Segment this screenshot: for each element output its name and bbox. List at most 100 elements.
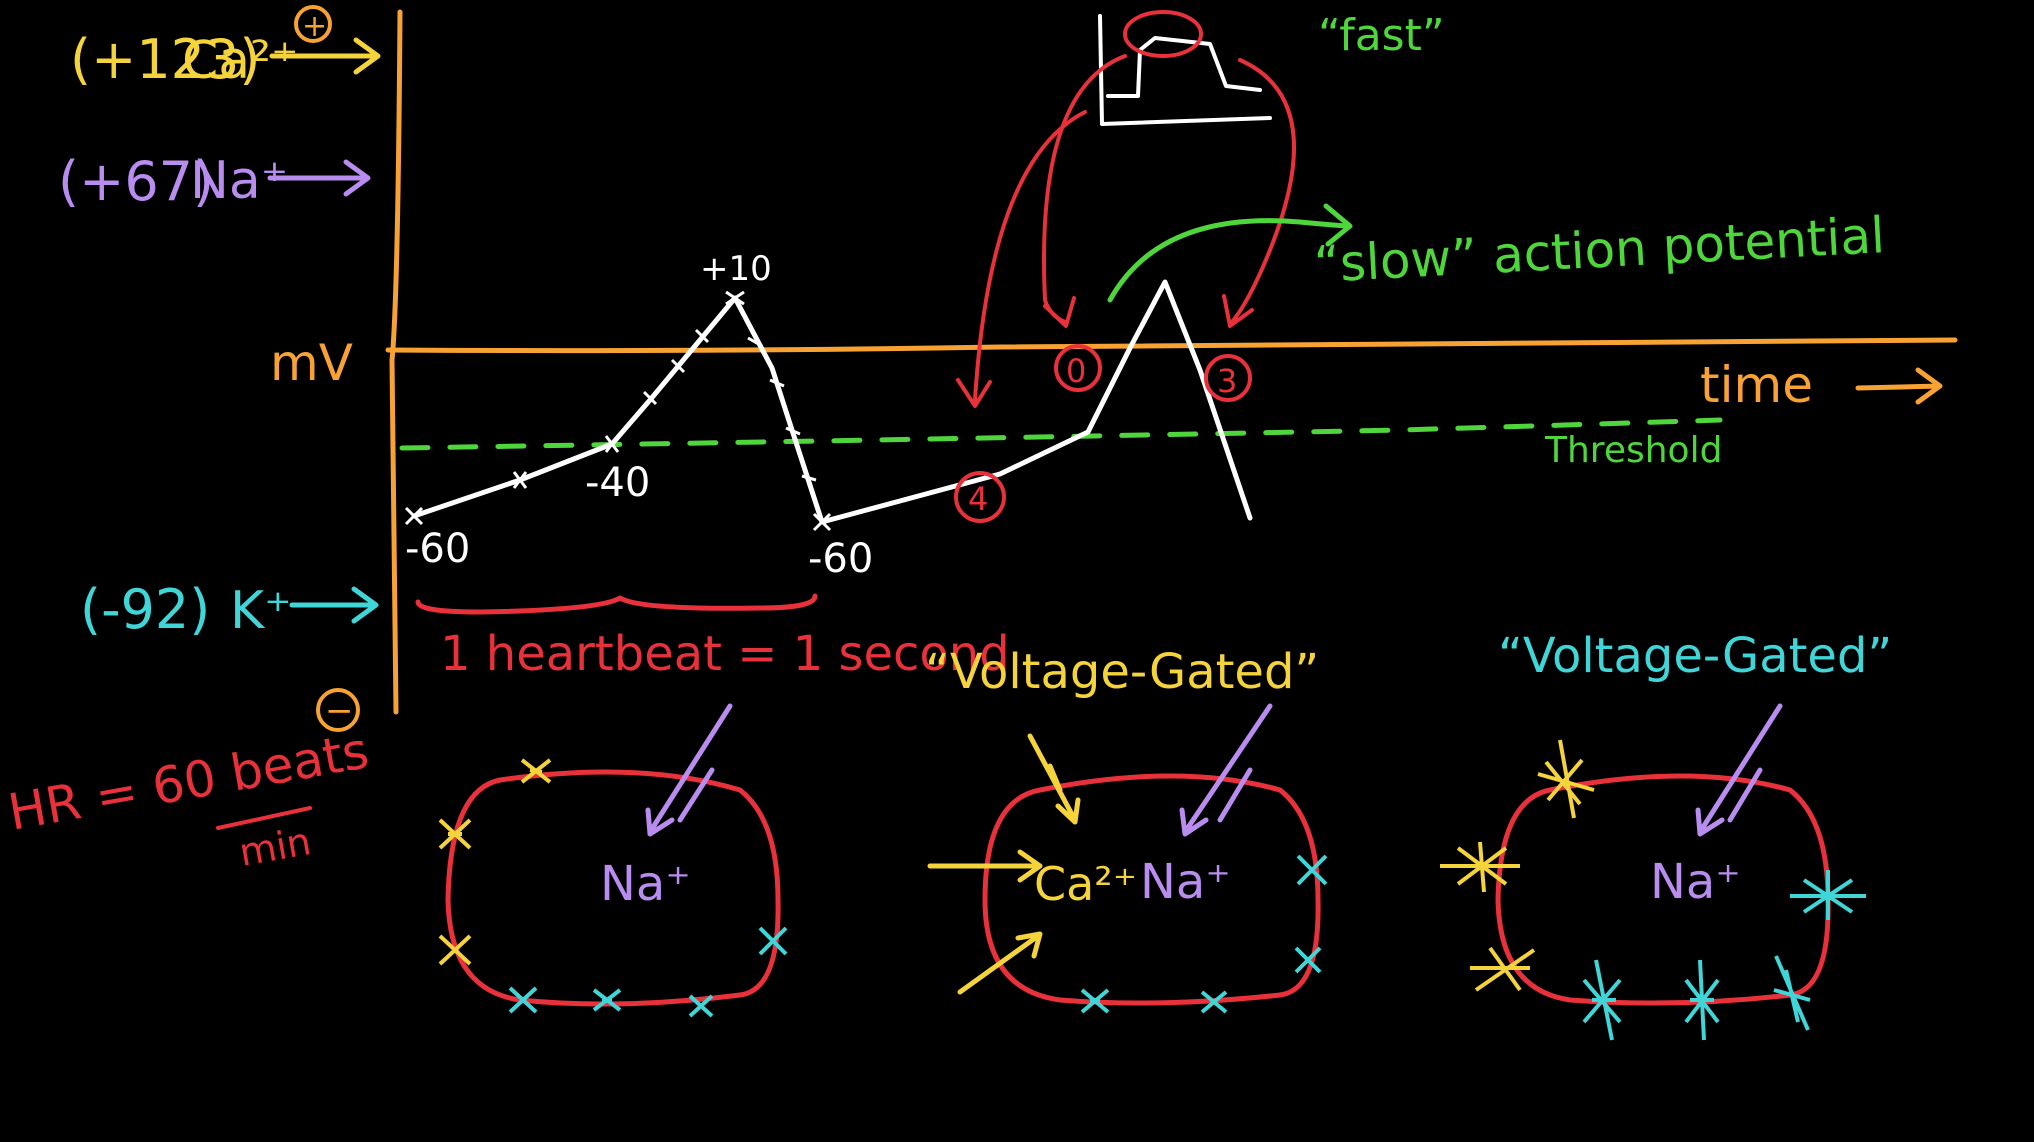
channel-icon: [1080, 988, 1110, 1014]
fast-label: “fast”: [1318, 10, 1445, 61]
calcium-channels: [438, 758, 552, 966]
cell-middle: Na⁺ Ca²⁺: [927, 703, 1328, 1014]
channel-icon: [438, 934, 472, 966]
slow-action-potential-label: “slow” action potential: [1313, 206, 1887, 294]
tick-mark: [512, 471, 528, 489]
heartbeat-brace: 1 heartbeat = 1 second: [415, 593, 1010, 682]
inset-fast-trace: [1106, 36, 1262, 98]
potassium-ion-label: K⁺: [230, 581, 292, 641]
action-potential-trace: +10 -40 -60 -60: [404, 249, 1253, 582]
heart-rate-fraction-line: [216, 806, 312, 830]
cell-sodium-label: Na⁺: [1140, 854, 1231, 910]
tick-mark: [812, 512, 832, 532]
tick-mark: [642, 390, 658, 406]
heartbeat-curly-brace: [415, 593, 818, 615]
tick-mark: [404, 506, 424, 526]
cell-left: Na⁺: [438, 703, 788, 1018]
calcium-equilibrium-value: (+123): [70, 28, 260, 91]
potassium-ion-row: (-92) K⁺ −: [80, 578, 379, 732]
blocked-channel-icon: [1537, 739, 1595, 819]
blocked-calcium-channels: [1440, 739, 1595, 992]
middle-cell-channel-title: “Voltage-Gated”: [925, 644, 1319, 700]
time-arrow: [1855, 367, 1943, 405]
channel-icon: [1294, 946, 1322, 974]
x-axis-label: time: [1700, 356, 1813, 414]
y-axis-label: mV: [270, 334, 353, 392]
cell-right: Na⁺: [1440, 703, 1866, 1041]
sodium-ion-label: Na⁺: [190, 151, 288, 211]
channel-icon: [688, 994, 714, 1018]
phase-markers: 0 3 4: [954, 344, 1252, 523]
calcium-ion-row: (+123) Ca²⁺ +: [70, 5, 381, 91]
channel-icon: [520, 758, 552, 784]
channel-icon: [592, 988, 622, 1012]
slow-label-arrow: [1107, 203, 1353, 303]
calcium-influx-arrows: [927, 733, 1081, 995]
blocked-potassium-channels: [1582, 870, 1866, 1041]
phase-3-label: 3: [1217, 362, 1237, 400]
channel-icon: [758, 926, 788, 956]
blocked-channel-icon: [1440, 841, 1520, 893]
right-cell-channel-title: “Voltage-Gated”: [1498, 628, 1892, 684]
sodium-influx-arrows: [1695, 703, 1783, 837]
tick-mark: [747, 336, 763, 348]
phase-0-circle: [1054, 344, 1102, 392]
channel-icon: [508, 986, 538, 1014]
tick-mark: [725, 290, 745, 306]
peak-value-label: +10: [700, 249, 772, 289]
cell-calcium-label: Ca²⁺: [1034, 857, 1137, 911]
calcium-arrow: [269, 37, 381, 75]
inset-axes: [1098, 14, 1272, 126]
channel-icon: [1200, 990, 1228, 1014]
potassium-channels: [1080, 854, 1328, 1014]
axes: mV time: [270, 9, 1958, 715]
arrow-to-phase-0: [1042, 54, 1127, 328]
end-value-label: -60: [808, 536, 873, 582]
cell-sodium-label: Na⁺: [600, 856, 691, 912]
tick-mark: [801, 474, 817, 482]
heart-rate-label: HR = 60 beats: [4, 721, 373, 841]
tick-mark: [694, 328, 710, 344]
channel-icon: [1296, 854, 1328, 886]
positive-sign: +: [302, 9, 327, 44]
blocked-channel-icon: [1684, 959, 1720, 1041]
heart-rate-unit: min: [236, 819, 314, 875]
start-value-label: -60: [405, 526, 470, 572]
cell-membrane: [982, 773, 1321, 1006]
sodium-ion-row: (+67) Na⁺: [58, 150, 371, 213]
positive-sign-circle: [294, 5, 332, 43]
sodium-arrow: [267, 159, 371, 197]
tick-mark: [670, 358, 686, 374]
fast-action-potential-inset: [956, 10, 1296, 408]
sodium-influx-arrows: [1179, 703, 1273, 837]
cell-sodium-label: Na⁺: [1650, 854, 1741, 910]
channel-icon: [438, 818, 472, 850]
phase-0-label: 0: [1066, 352, 1086, 390]
tick-mark: [785, 426, 801, 436]
threshold-label: Threshold: [1544, 430, 1722, 471]
tick-mark: [769, 378, 785, 388]
y-axis: [389, 9, 403, 715]
blocked-channel-icon: [1470, 946, 1536, 992]
potassium-equilibrium-value: (-92): [80, 578, 210, 641]
inset-highlight-circle: [1123, 10, 1203, 58]
sodium-influx-arrows: [645, 703, 733, 837]
heart-rate: HR = 60 beats min: [4, 721, 373, 874]
sodium-equilibrium-value: (+67): [58, 150, 214, 213]
pacemaker-potential-curve: [411, 279, 1253, 525]
threshold-dashed-line: [399, 417, 1723, 451]
calcium-ion-label: Ca²⁺: [182, 31, 298, 91]
potassium-channels: [508, 926, 788, 1018]
threshold: Threshold: [399, 417, 1723, 471]
phase-4-circle: [954, 471, 1006, 523]
heartbeat-duration-label: 1 heartbeat = 1 second: [440, 626, 1010, 682]
threshold-value-label: -40: [585, 460, 650, 506]
blocked-channel-icon: [1582, 959, 1622, 1041]
trace-tick-marks: [404, 290, 832, 532]
blocked-channel-icon: [1790, 870, 1866, 920]
phase-3-circle: [1204, 354, 1252, 402]
tick-mark: [604, 435, 620, 453]
negative-sign-circle: [316, 688, 360, 732]
x-axis-zero-line: [385, 337, 1958, 354]
